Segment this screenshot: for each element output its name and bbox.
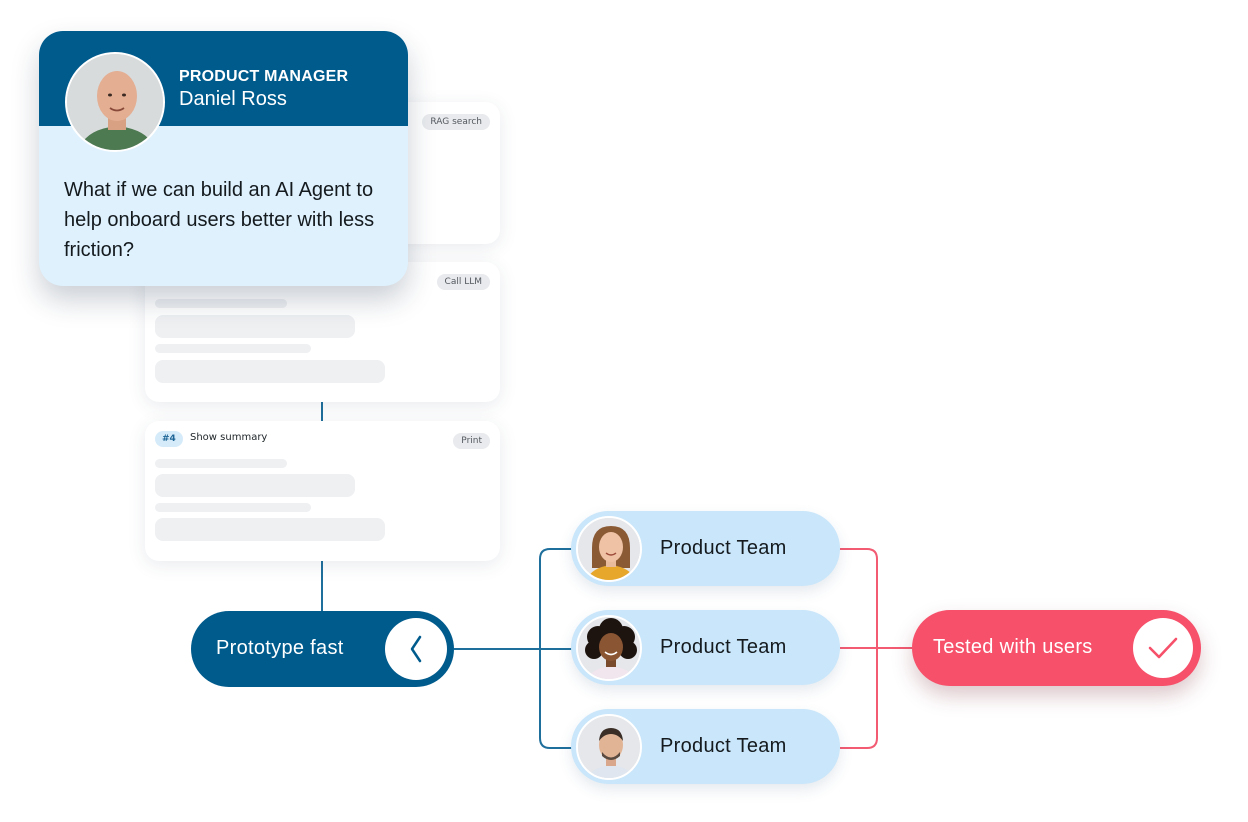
avatar bbox=[576, 615, 642, 681]
persona-role: PRODUCT MANAGER bbox=[179, 68, 349, 85]
skeleton-line bbox=[155, 459, 287, 468]
step-title: Show summary bbox=[190, 432, 268, 443]
persona-card: PRODUCT MANAGER Daniel Ross What if we c… bbox=[39, 31, 408, 286]
avatar bbox=[576, 516, 642, 582]
man-bald-avatar-icon bbox=[67, 54, 163, 150]
connector-right-bracket bbox=[840, 548, 878, 749]
team-label: Product Team bbox=[660, 735, 787, 757]
prototype-label: Prototype fast bbox=[216, 637, 344, 659]
skeleton-block bbox=[155, 474, 355, 497]
step-number-badge: #4 bbox=[155, 431, 183, 447]
skeleton-block bbox=[155, 315, 355, 338]
step-tag: RAG search bbox=[422, 114, 490, 130]
connector-left-bracket bbox=[539, 548, 575, 749]
skeleton-block bbox=[155, 518, 385, 541]
team-pill-2[interactable]: Product Team bbox=[571, 610, 840, 685]
skeleton-line bbox=[155, 299, 287, 308]
avatar bbox=[65, 52, 165, 152]
team-pill-1[interactable]: Product Team bbox=[571, 511, 840, 586]
tested-label: Tested with users bbox=[933, 636, 1093, 658]
woman-curly-hair-avatar-icon bbox=[578, 617, 640, 679]
step-tag: Call LLM bbox=[436, 274, 490, 290]
step-tag: Print bbox=[453, 433, 490, 449]
team-label: Product Team bbox=[660, 537, 787, 559]
avatar bbox=[576, 714, 642, 780]
persona-quote: What if we can build an AI Agent to help… bbox=[64, 179, 375, 261]
collapse-button[interactable] bbox=[385, 618, 447, 680]
man-avatar-icon bbox=[578, 716, 640, 778]
tested-with-users-pill[interactable]: Tested with users bbox=[912, 610, 1201, 686]
skeleton-line bbox=[155, 503, 311, 512]
team-pill-3[interactable]: Product Team bbox=[571, 709, 840, 784]
step-card-show-summary: #4 Show summary Print bbox=[145, 421, 500, 561]
woman-avatar-icon bbox=[578, 518, 640, 580]
team-label: Product Team bbox=[660, 636, 787, 658]
skeleton-line bbox=[155, 344, 311, 353]
persona-name: Daniel Ross bbox=[179, 88, 287, 110]
check-button[interactable] bbox=[1133, 618, 1193, 678]
checkmark-icon bbox=[1148, 637, 1178, 659]
chevron-left-icon bbox=[410, 635, 422, 663]
prototype-fast-pill[interactable]: Prototype fast bbox=[191, 611, 454, 687]
skeleton-block bbox=[155, 360, 385, 383]
